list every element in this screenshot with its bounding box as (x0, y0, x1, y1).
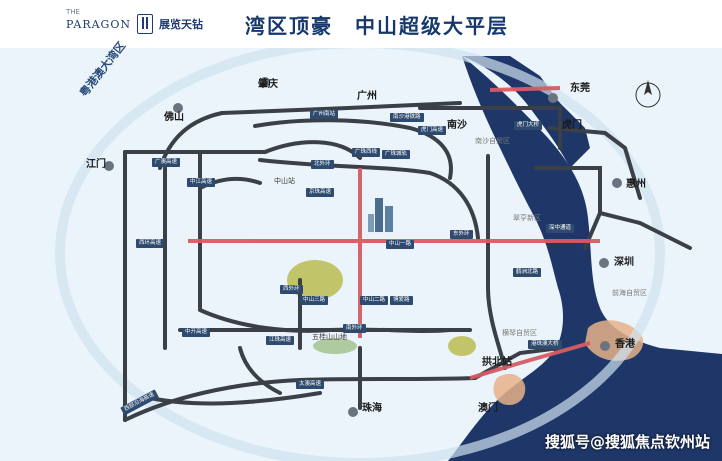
sign-zhongjiang: 中江高速 (187, 178, 216, 187)
city-markers (104, 77, 622, 417)
hongkong-marker (600, 341, 610, 351)
sign-bo-ai: 博爱路 (390, 296, 413, 305)
huizhou-marker (612, 178, 622, 188)
macau-area (493, 373, 526, 406)
city-shenzhen: 深圳 (614, 257, 634, 268)
sign-zhongshan-3: 中山三路 (300, 296, 329, 305)
sign-guangzhu-intercity: 广珠城轨 (382, 150, 411, 159)
brand-mark-icon (137, 14, 153, 34)
road-humen (534, 166, 602, 250)
sign-west-outer: 西外环 (280, 285, 303, 294)
sign-guangzhou-south: 广州南站 (310, 110, 339, 119)
pearl-river-estuary (448, 56, 722, 461)
sign-zhongkai: 中开高速 (182, 328, 211, 337)
qianhai-label: 前海自贸区 (612, 289, 647, 297)
road-guangzhou-link (253, 118, 453, 180)
compass-icon (635, 80, 661, 108)
sign-nansha-rail: 南沙港铁路 (390, 113, 424, 122)
sign-guangzhu-west: 广珠西线 (352, 148, 381, 157)
road-nansha-north (418, 106, 562, 150)
brand-en: PARAGON (66, 17, 131, 31)
foshan-marker (173, 103, 183, 113)
nansha-ftz-label: 南沙自贸区 (475, 137, 510, 145)
hengqin-label: 横琴自贸区 (502, 329, 537, 337)
green-park-1 (287, 260, 343, 300)
jiangmen-marker (104, 161, 114, 171)
city-jiangmen: 江门 (86, 159, 106, 170)
brand-logo: THE PARAGON 展览天钻 (66, 8, 203, 34)
sign-guangao: 广澳高速 (152, 158, 181, 167)
sign-jingzhu: 京珠高速 (306, 188, 335, 197)
city-humen: 虎门 (562, 120, 582, 131)
road-to-bridge (473, 346, 562, 380)
city-huizhou: 惠州 (626, 179, 646, 190)
green-hills (313, 338, 357, 354)
brand-cn: 展览天钻 (159, 18, 203, 31)
headline: 湾区顶豪中山超级大平层 (245, 10, 509, 39)
project-tower-icon (368, 198, 393, 232)
road-to-zhuhai (238, 346, 282, 395)
brand-sub: THE (66, 8, 80, 16)
nansha-axis (489, 86, 561, 92)
sign-south-outer: 南外环 (343, 324, 366, 333)
road-southwest (148, 391, 322, 406)
city-guangzhou: 广州 (357, 91, 377, 102)
city-dongguan: 东莞 (570, 83, 590, 94)
headline-part-2: 中山超级大平层 (355, 14, 509, 38)
zhuhai-marker (348, 407, 358, 417)
wuguishan-label: 五桂山山地 (312, 333, 347, 341)
gba-circle (55, 48, 665, 461)
header-bar: THE PARAGON 展览天钻 湾区顶豪中山超级大平层 (0, 0, 722, 49)
city-hongkong: 香港 (615, 339, 635, 350)
sign-xihuan: 西环高速 (136, 239, 165, 248)
sign-hzm-bridge: 港珠澳大桥 (528, 340, 562, 349)
zhaoqing-marker (260, 77, 270, 87)
sign-hezhou: 鹤洲北路 (513, 268, 542, 277)
sign-humen-bridge: 虎门大桥 (514, 121, 543, 130)
city-zhuhai: 珠海 (362, 403, 382, 414)
road-huizhou (598, 211, 692, 250)
sign-east-outer: 东外环 (450, 230, 473, 239)
shenzhen-marker (599, 258, 609, 268)
sign-taiao: 太澳高速 (296, 380, 325, 389)
region-map (0, 48, 722, 461)
headline-part-1: 湾区顶豪 (245, 14, 333, 38)
sign-humen-expressway: 虎门高速 (418, 126, 447, 135)
station-gongbei: 拱北站 (482, 357, 512, 368)
city-nansha: 南沙 (447, 120, 467, 131)
watermark: 搜狐号@搜狐焦点钦州站 (544, 433, 710, 451)
road-north-top (220, 101, 462, 115)
station-zhongshan: 中山站 (274, 177, 295, 185)
sign-jiangzhu: 江珠高速 (266, 336, 295, 345)
sign-shenzhong: 深中通道 (546, 224, 575, 233)
city-macau: 澳门 (478, 403, 498, 414)
dongguan-marker (548, 93, 558, 103)
green-park-2 (448, 336, 476, 356)
city-foshan: 佛山 (164, 112, 184, 123)
sign-zhongshan-2: 中山二路 (360, 296, 389, 305)
sign-north-outer: 北外环 (311, 160, 334, 169)
hzm-axis (469, 341, 591, 380)
road-dongguan (548, 126, 642, 200)
city-zhaoqing: 肇庆 (258, 79, 278, 90)
sign-zhongshan-1: 中山一路 (386, 240, 415, 249)
cuiheng-label: 翠亨新区 (513, 214, 541, 222)
